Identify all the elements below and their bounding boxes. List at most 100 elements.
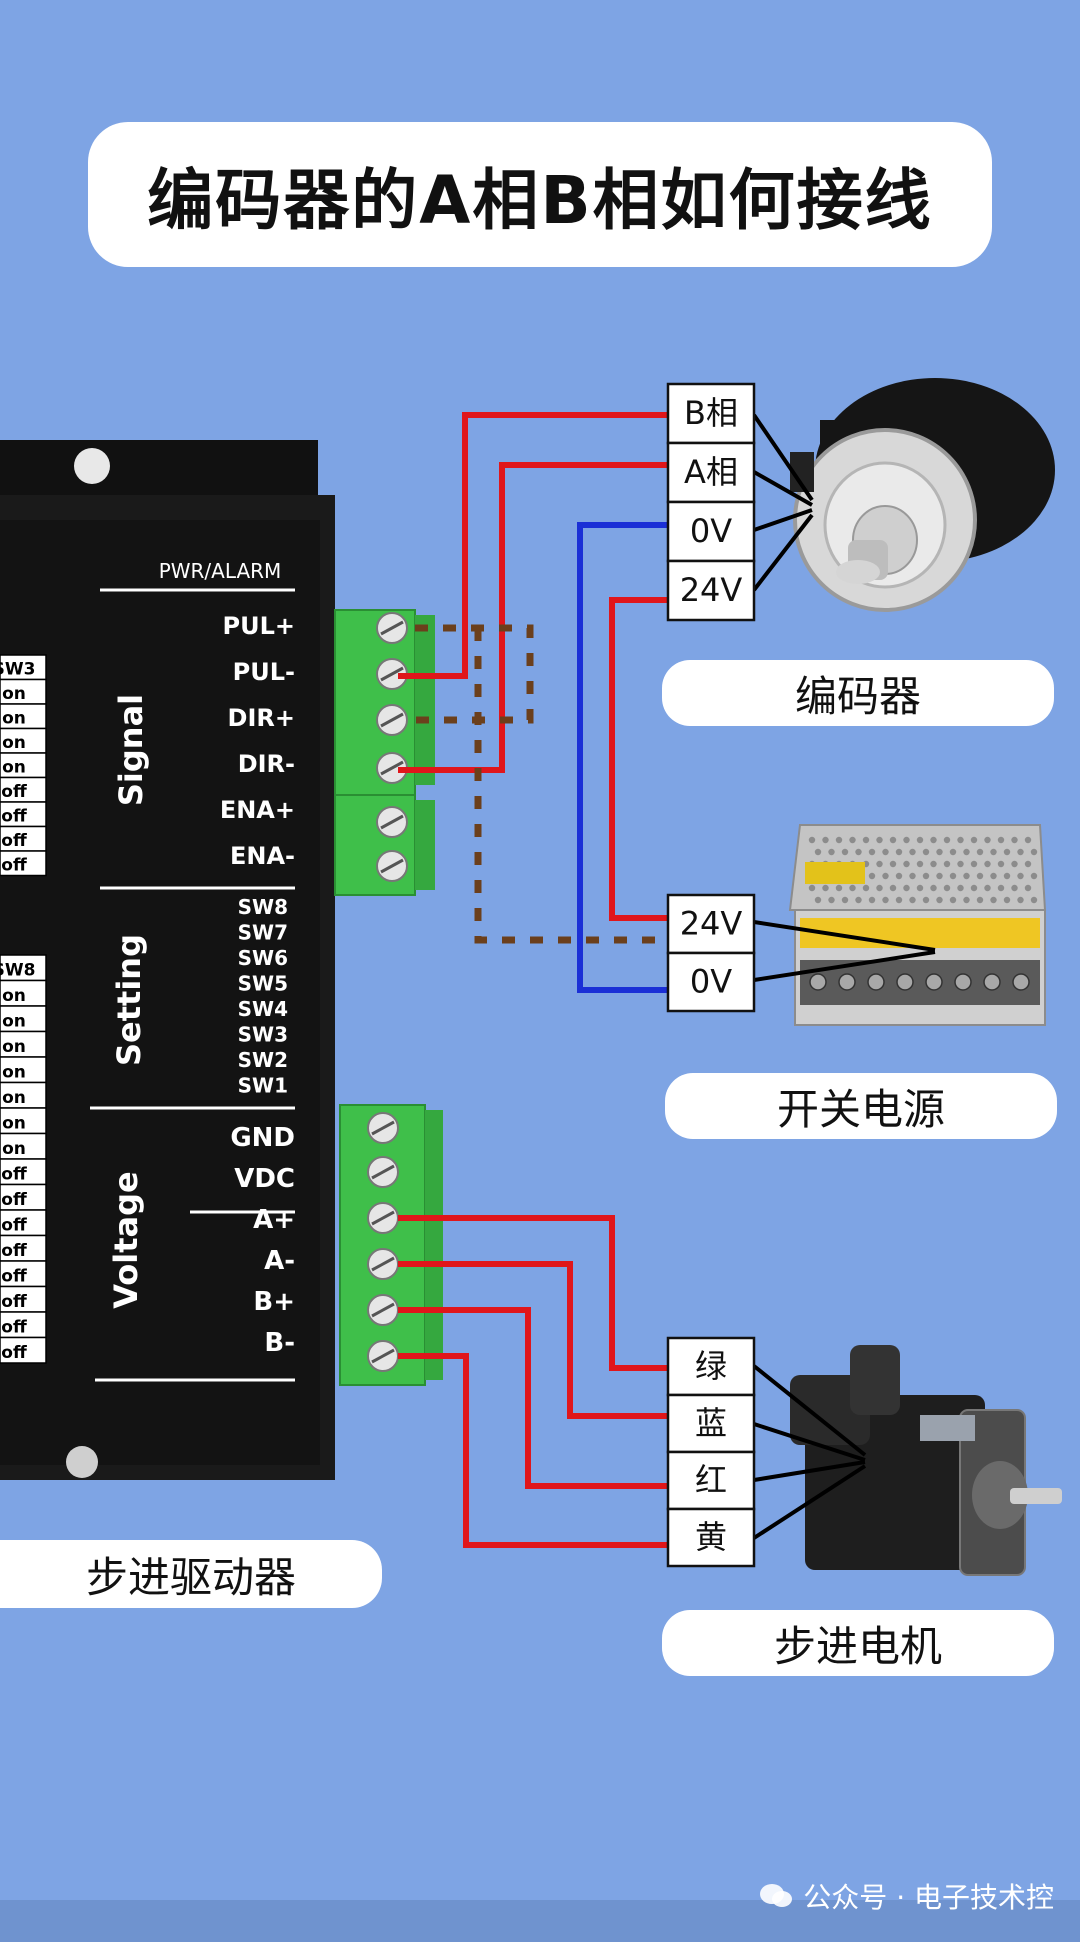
mesh-hole (963, 872, 970, 880)
signal-pin-label: ENA- (230, 842, 295, 870)
signal-pin-label: PUL- (233, 658, 295, 686)
mesh-hole (882, 872, 889, 880)
mesh-hole (1024, 860, 1032, 868)
screw-slot (371, 1164, 395, 1180)
mesh-hole (1011, 884, 1018, 892)
mount-hole (74, 448, 110, 484)
mesh-hole (930, 884, 937, 892)
voltage-pin-label: VDC (234, 1164, 295, 1194)
wire-a-phase (398, 462, 668, 773)
mesh-hole (862, 836, 870, 844)
mesh-hole (1003, 896, 1011, 904)
psu-label: 开关电源 (665, 1073, 1057, 1139)
psu-terminal-label: 24V (680, 904, 743, 942)
psu-screw (925, 973, 943, 991)
mesh-hole (916, 836, 924, 844)
encoder-lead (752, 413, 814, 502)
mesh-hole (916, 860, 924, 868)
mesh-hole (1030, 872, 1038, 880)
driver-face (0, 520, 320, 1465)
mesh-hole (1003, 872, 1011, 880)
mesh-hole (1017, 872, 1024, 880)
setting-pin-label: SW2 (238, 1048, 288, 1072)
dip-cell-text: SW8 (0, 961, 35, 981)
mesh-hole (936, 872, 943, 880)
voltage-pin-label: A+ (253, 1205, 295, 1235)
motor-lead (752, 1364, 867, 1457)
mesh-hole (930, 860, 937, 868)
dip-cell (0, 954, 47, 982)
encoder-terminal-label: A相 (684, 453, 738, 491)
motor-terminal-label: 蓝 (695, 1404, 727, 1442)
screw-slot (371, 1120, 395, 1136)
psu-screw (1012, 973, 1030, 991)
psu-screw (867, 973, 885, 991)
wire-dashed-2 (474, 628, 660, 944)
mesh-hole (882, 848, 889, 856)
dip-cell-text: off (1, 856, 27, 876)
motor-terminal-label: 黄 (695, 1518, 727, 1556)
mesh-hole (976, 896, 984, 904)
motor-terminal-box (666, 1393, 756, 1454)
mesh-hole (903, 836, 910, 844)
screw-slot (380, 760, 404, 776)
voltage-pin-label: A- (264, 1246, 295, 1276)
dip-cell (0, 1081, 47, 1109)
wire-motor-yellow (398, 1353, 668, 1548)
encoder-terminal-label: 24V (680, 571, 743, 609)
mesh-hole (957, 836, 964, 844)
mesh-hole (808, 884, 816, 892)
dip-cell (0, 1285, 47, 1313)
mesh-hole (862, 884, 870, 892)
mesh-hole (903, 860, 910, 868)
mesh-hole (949, 872, 957, 880)
dip-cell-text: off (1, 782, 27, 802)
setting-pin-label: SW7 (238, 921, 288, 945)
setting-pin-label: SW8 (238, 895, 288, 919)
encoder-terminal-box (666, 559, 756, 622)
dip-cell-text: SW3 (0, 660, 35, 680)
psu-screw (954, 973, 972, 991)
psu-lead (753, 950, 936, 982)
motor-lead (753, 1422, 866, 1462)
signal-pin-label: ENA+ (220, 796, 295, 824)
mesh-hole (889, 884, 897, 892)
setting-pin-label: SW3 (238, 1023, 288, 1047)
psu-screw (838, 973, 856, 991)
psu-label-text: 开关电源 (776, 1084, 945, 1134)
screw-slot (380, 858, 404, 874)
dip-cell (0, 1336, 47, 1364)
signal-pin-label: PUL+ (223, 612, 295, 640)
screw-slot (380, 620, 404, 636)
mesh-hole (943, 836, 951, 844)
mesh-hole (1024, 836, 1032, 844)
dip-cell-text: off (1, 1165, 27, 1185)
dip-cell-text: off (1, 1343, 27, 1363)
voltage-pin-label: B+ (253, 1287, 295, 1317)
mesh-hole (909, 896, 916, 904)
mesh-hole (949, 896, 957, 904)
motor-terminal-box (666, 1450, 756, 1511)
motor-terminal-box (666, 1507, 756, 1568)
dip-cell-text: off (1, 1190, 27, 1210)
mesh-hole (976, 848, 984, 856)
dip-cell-text: on (2, 684, 26, 704)
title-banner: 编码器的A相B相如何接线 (88, 122, 992, 267)
rotary-encoder (790, 378, 1055, 612)
psu-terminal-label: 0V (690, 962, 732, 1000)
driver-label: 步进驱动器 (0, 1540, 382, 1608)
dip-cell-text: off (1, 831, 27, 851)
dip-cell-text: on (2, 709, 26, 729)
mesh-hole (943, 860, 951, 868)
mesh-hole (963, 848, 970, 856)
mesh-hole (895, 896, 903, 904)
mesh-hole (889, 836, 897, 844)
voltage-section-label: Voltage (107, 1171, 145, 1308)
mesh-hole (895, 848, 903, 856)
signal-pin-label: DIR+ (228, 704, 295, 732)
mesh-hole (889, 860, 897, 868)
dip-cell-text: on (2, 986, 26, 1006)
mesh-hole (949, 848, 957, 856)
encoder-lead (752, 513, 814, 592)
